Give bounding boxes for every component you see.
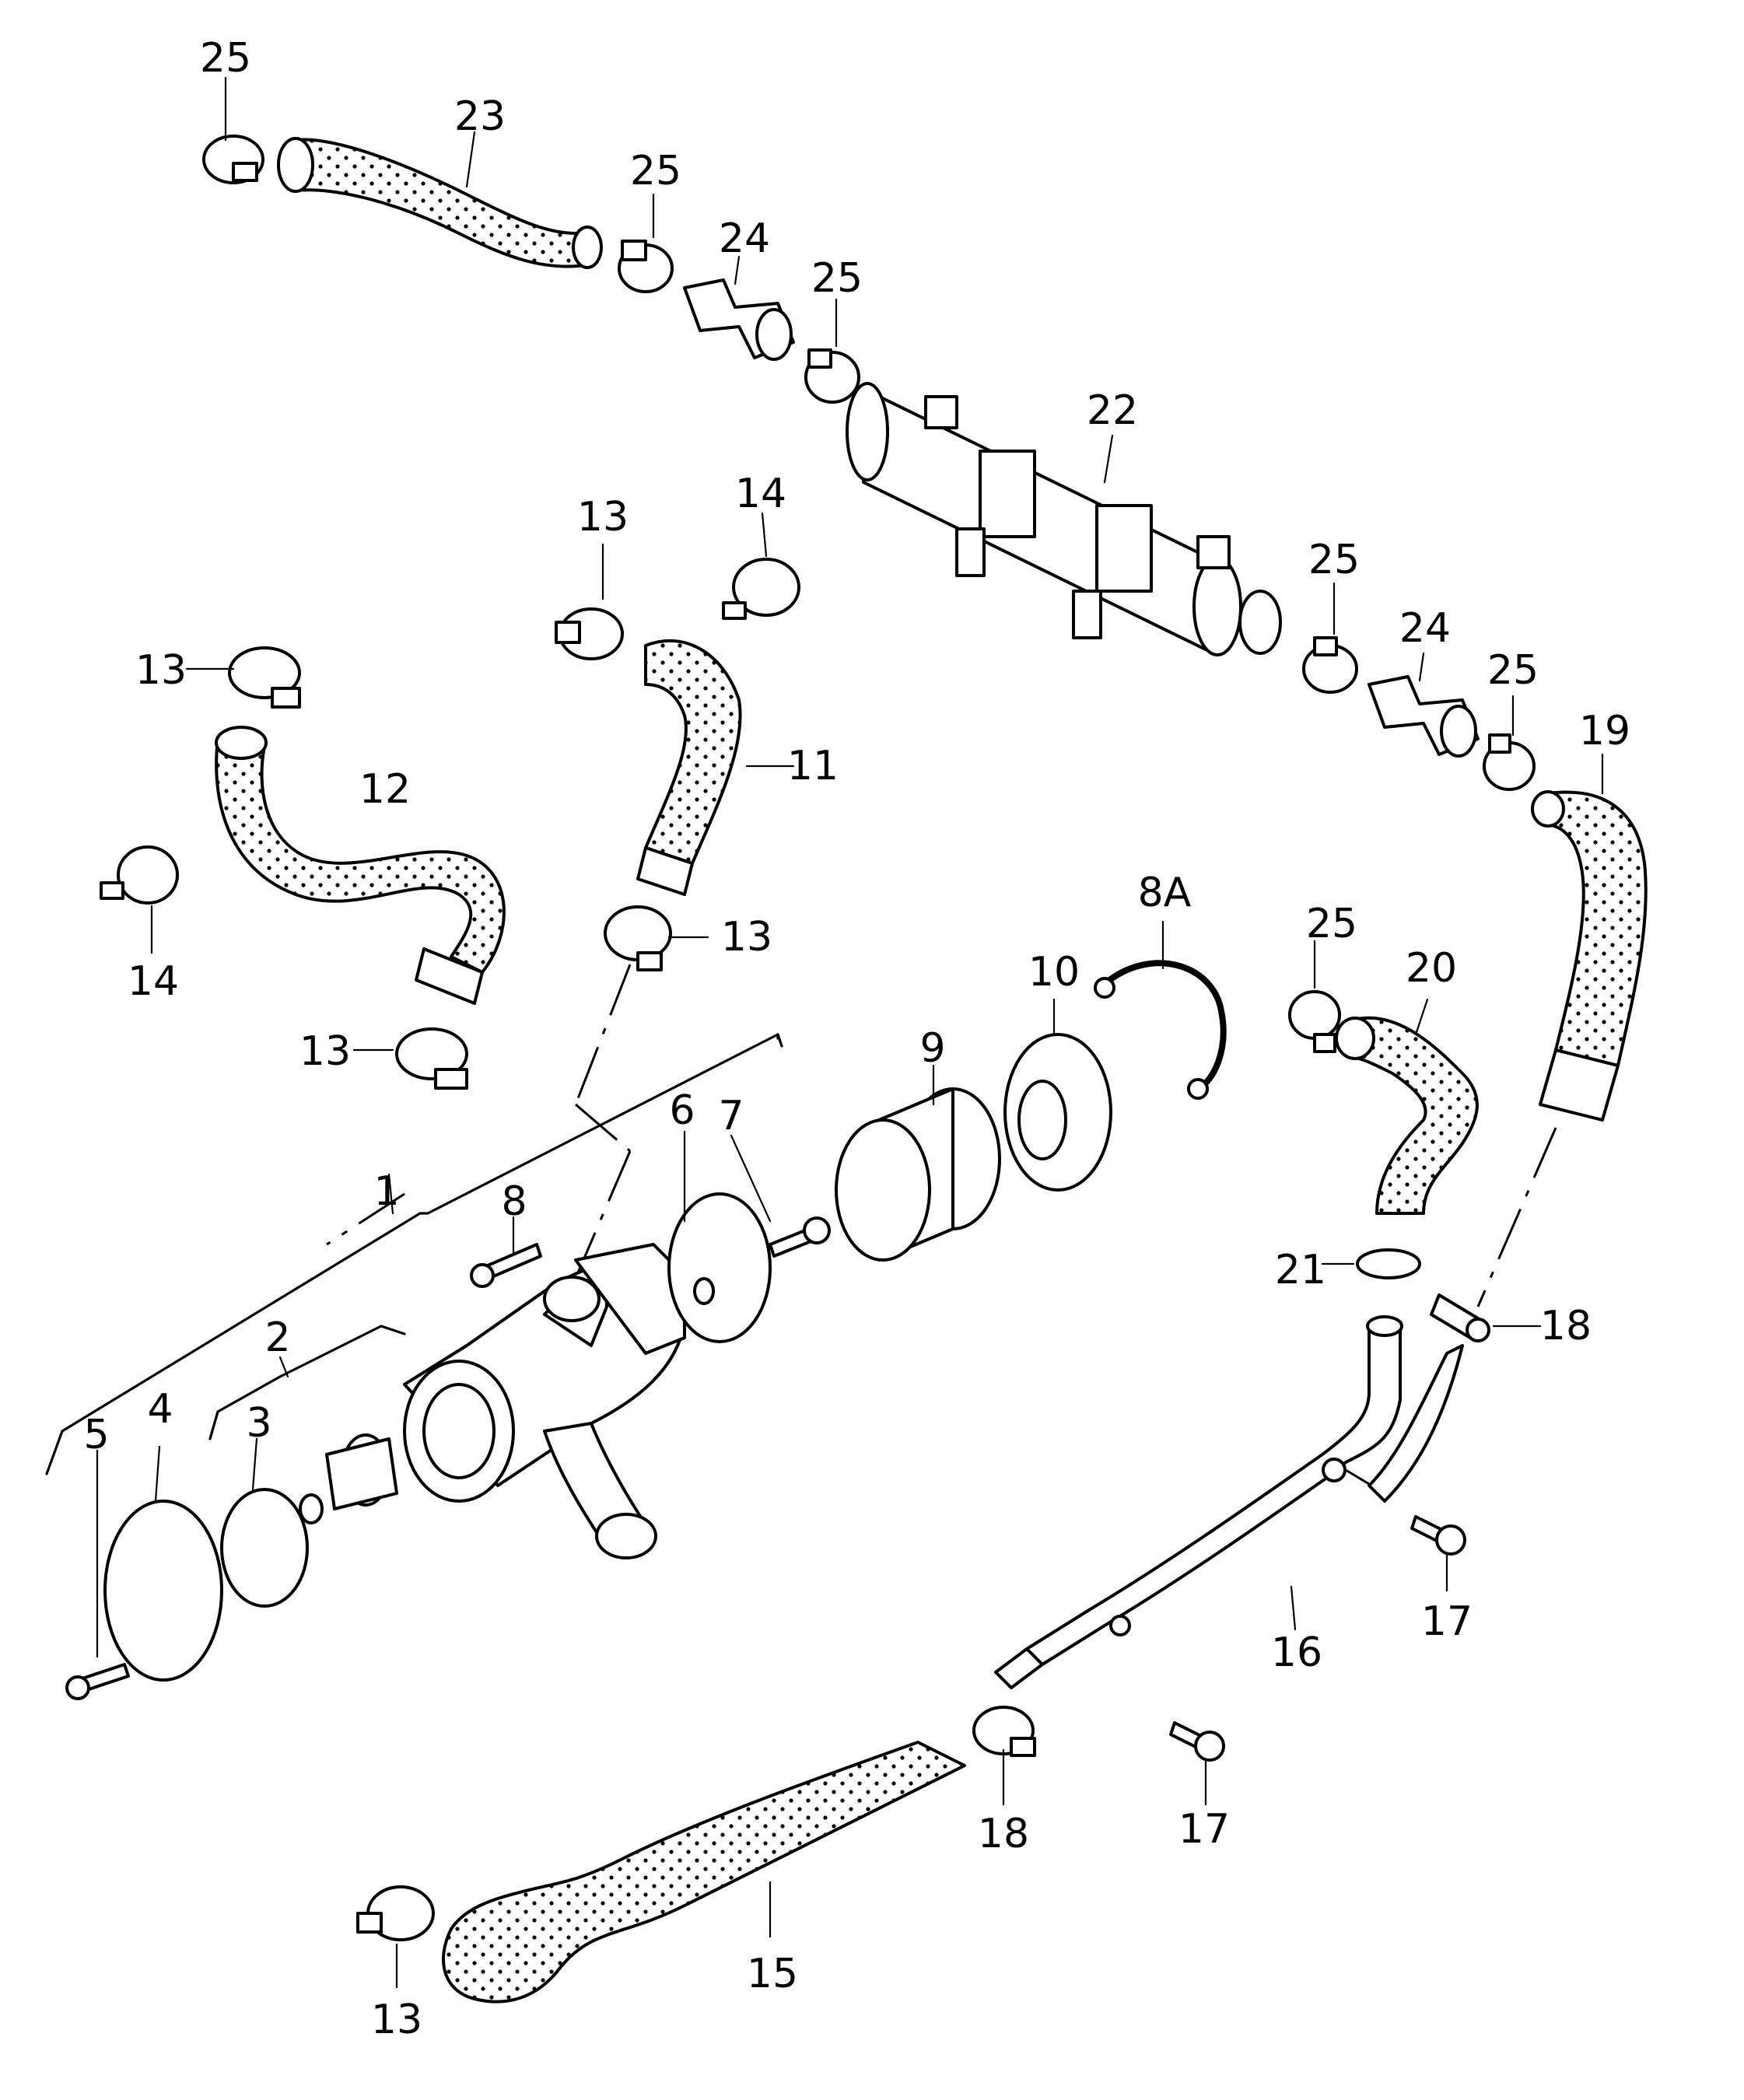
hose-clamp-18-a [1430, 1293, 1490, 1342]
callout-13-d: 13 [299, 1028, 352, 1075]
callout-14-a: 14 [734, 471, 787, 517]
hose-clamp-25-f [1288, 990, 1341, 1053]
hose-clamp-13-d [395, 1027, 468, 1090]
callout-3: 3 [246, 1400, 272, 1447]
callout-24-a: 24 [718, 215, 771, 262]
bolt-8 [470, 1243, 542, 1288]
bolt-7 [769, 1216, 831, 1258]
callout-14-b: 14 [127, 958, 180, 1005]
callout-15: 15 [746, 1951, 799, 1997]
hose-11 [636, 639, 742, 896]
callout-18-a: 18 [1539, 1303, 1592, 1349]
callout-4: 4 [147, 1386, 173, 1433]
callout-24-b: 24 [1399, 605, 1452, 652]
hose-clamp-25-d [1302, 636, 1358, 694]
callout-21: 21 [1274, 1247, 1327, 1293]
bolt-5 [65, 1663, 130, 1700]
hose-clamp-13-c [228, 646, 301, 709]
cover-4 [103, 1500, 223, 1682]
callout-23: 23 [454, 93, 506, 140]
impeller-2 [325, 1433, 398, 1510]
hose-clamp-14-b [100, 845, 179, 905]
assembly-1-bracket [45, 1033, 783, 1475]
callout-17-a: 17 [1420, 1598, 1473, 1645]
callout-10: 10 [1028, 949, 1080, 996]
callout-25-d: 25 [1308, 537, 1361, 583]
callout-25-e: 25 [1487, 647, 1539, 694]
callout-8a: 8A [1137, 870, 1192, 916]
hose-clamp-13-e [356, 1885, 435, 1941]
coolant-pump-housing [403, 1243, 686, 1559]
hose-19 [1531, 790, 1648, 1122]
callout-25-f: 25 [1305, 901, 1358, 947]
hose-clamp-14-a [722, 558, 800, 620]
callout-18-b: 18 [977, 1811, 1030, 1857]
callout-17-b: 17 [1178, 1806, 1231, 1853]
hose-clamp-18-b [972, 1706, 1036, 1757]
callout-25-c: 25 [811, 255, 863, 302]
retaining-ring-8a [1094, 960, 1227, 1100]
callout-7: 7 [718, 1093, 744, 1139]
hose-15 [442, 1741, 966, 2004]
assembly-2-bracket [208, 1325, 406, 1440]
pulley-6 [667, 1192, 772, 1343]
callout-9: 9 [919, 1025, 946, 1072]
hose-12 [215, 726, 506, 1005]
gear-10 [1003, 1033, 1112, 1192]
hose-20 [1335, 1016, 1479, 1215]
callout-25-a: 25 [199, 35, 252, 82]
hose-23 [277, 137, 603, 269]
callout-19: 19 [1578, 708, 1631, 754]
callout-13-c: 13 [135, 647, 187, 694]
callout-8: 8 [501, 1178, 527, 1225]
hose-clamp-21 [1356, 1248, 1421, 1279]
connector-24-a [683, 278, 795, 361]
hose-clamp-25-a [202, 135, 264, 184]
callout-20: 20 [1405, 945, 1458, 992]
hose-clamp-25-c [804, 348, 860, 404]
callout-16: 16 [1270, 1629, 1323, 1676]
callout-5: 5 [83, 1412, 110, 1458]
callout-2: 2 [264, 1314, 291, 1361]
cooler-22 [846, 382, 1282, 656]
callout-13-e: 13 [370, 1997, 423, 2043]
callout-11: 11 [786, 743, 839, 789]
bolt-17-b [1169, 1721, 1225, 1762]
hose-clamp-13-b [604, 905, 672, 971]
callout-6: 6 [669, 1087, 695, 1134]
callout-12: 12 [359, 766, 411, 813]
pipe-16 [994, 1315, 1464, 1689]
connector-24-b [1368, 675, 1480, 758]
hose-clamp-25-e [1483, 733, 1536, 791]
bolt-17-a [1410, 1515, 1466, 1556]
callout-13-b: 13 [720, 914, 773, 961]
callout-22: 22 [1086, 387, 1139, 434]
callout-25-b: 25 [629, 148, 682, 194]
hose-clamp-25-b [618, 240, 674, 293]
hose-clamp-13-a [555, 607, 624, 660]
seal-ring-3 [220, 1488, 324, 1608]
callout-1: 1 [373, 1168, 400, 1215]
gear-9 [835, 1087, 1001, 1262]
callout-13-a: 13 [576, 494, 629, 541]
